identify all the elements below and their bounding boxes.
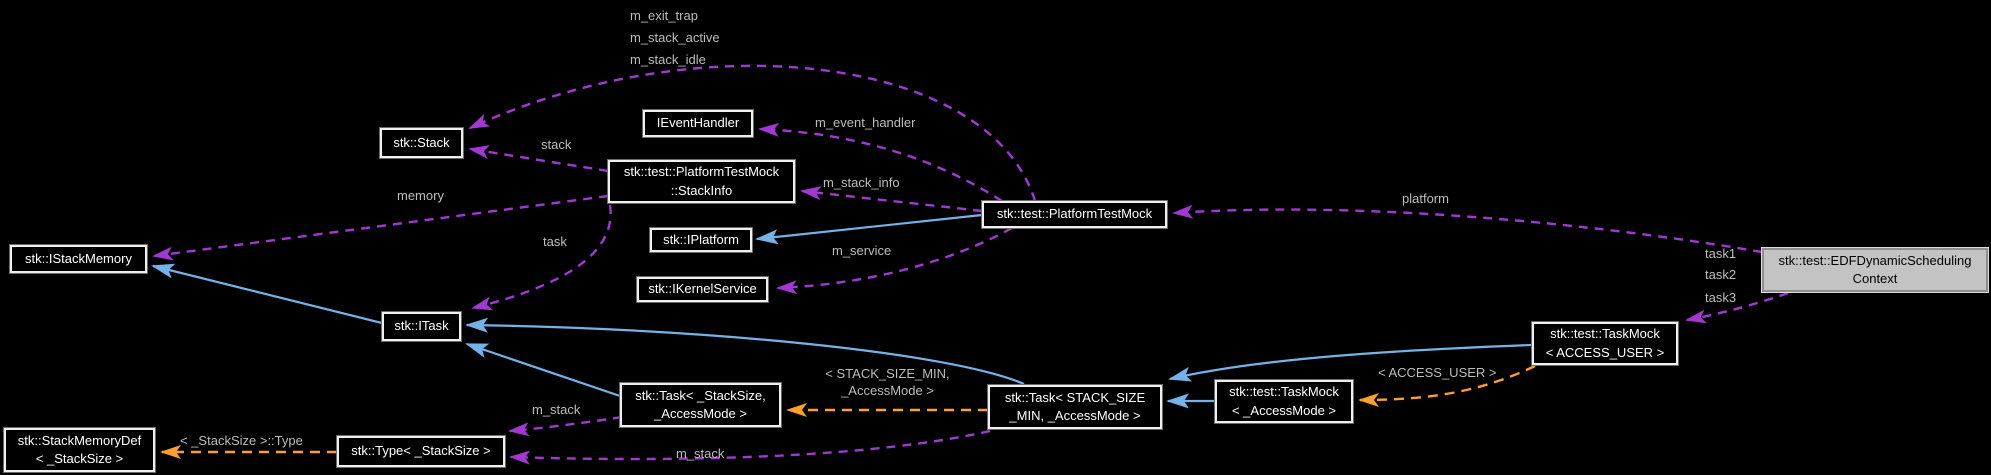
edge-edf-taskmock-user xyxy=(1685,291,1789,324)
edge-label-template-stack-size-min: < STACK_SIZE_MIN, _AccessMode > xyxy=(825,366,950,398)
node-taskmock-access-user[interactable]: stk::test::TaskMock < ACCESS_USER > xyxy=(1532,322,1678,365)
edge-platformtestmock-iplatform xyxy=(755,213,983,245)
node-ieventhandler[interactable]: IEventHandler xyxy=(643,110,753,137)
edge-label-stacksize-type: < _StackSize >::Type xyxy=(180,433,303,448)
edge-stackinfo-stack xyxy=(468,145,609,173)
edge-platformtestmock-ikernelservice xyxy=(776,226,1013,295)
edge-stackinfo-istackmemory xyxy=(152,194,609,261)
edge-platformtestmock-ieventhandler xyxy=(758,122,1003,203)
edge-label-m-event-handler: m_event_handler xyxy=(815,115,916,130)
edge-platformtestmock-stack xyxy=(468,64,1037,202)
node-stk-iplatform[interactable]: stk::IPlatform xyxy=(650,228,752,252)
edge-label-stack: stack xyxy=(541,137,572,152)
node-stk-stack[interactable]: stk::Stack xyxy=(380,128,463,158)
edge-label-m-exit-trap: m_exit_trap xyxy=(630,8,698,23)
edge-label-platform: platform xyxy=(1402,191,1449,206)
edge-label-m-service: m_service xyxy=(832,243,892,258)
edge-label-template-access-user: < ACCESS_USER > xyxy=(1378,365,1497,380)
edge-label-m-stack-info: m_stack_info xyxy=(823,175,900,190)
edge-label-m-stack-idle: m_stack_idle xyxy=(630,52,706,67)
edge-label-task: task xyxy=(543,234,567,249)
edge-label-task2: task2 xyxy=(1705,267,1737,282)
edge-label-m-stack-active: m_stack_active xyxy=(630,30,720,45)
node-stk-itask[interactable]: stk::ITask xyxy=(382,312,461,341)
node-taskmock-accessmode[interactable]: stk::test::TaskMock < _AccessMode > xyxy=(1215,380,1353,423)
edge-edf-platformtestmock xyxy=(1172,204,1763,254)
edge-platformtestmock-stackinfo xyxy=(800,186,983,213)
edge-taskmockuser-taskmin xyxy=(1168,343,1533,382)
edge-tasktemplate-type xyxy=(508,415,623,437)
edge-taskmockuser-taskmocktpl xyxy=(1358,364,1536,407)
edge-label-m-stack-2: m_stack xyxy=(676,446,725,461)
node-task-stacksize-accessmode[interactable]: stk::Task< _StackSize, _AccessMode > xyxy=(620,383,781,427)
edge-stackinfo-itask xyxy=(471,204,612,311)
node-stk-stackmemorydef[interactable]: stk::StackMemoryDef < _StackSize > xyxy=(4,428,155,472)
edge-itask-istackmemory xyxy=(151,263,383,325)
node-edf-dynamic-scheduling-context[interactable]: stk::test::EDFDynamicScheduling Context xyxy=(1762,248,1988,292)
node-stk-istackmemory[interactable]: stk::IStackMemory xyxy=(10,245,147,273)
edge-label-task3: task3 xyxy=(1705,290,1737,305)
node-platformtestmock-stackinfo[interactable]: stk::test::PlatformTestMock ::StackInfo xyxy=(608,160,795,203)
node-stk-ikernelservice[interactable]: stk::IKernelService xyxy=(637,277,768,302)
edge-label-m-stack-1: m_stack xyxy=(532,402,581,417)
edge-tasktemplate-itask xyxy=(465,342,621,398)
node-stk-type-stacksize[interactable]: stk::Type< _StackSize > xyxy=(337,436,505,467)
edge-taskmin-itask xyxy=(465,317,1025,386)
node-task-stacksizemin-accessmode[interactable]: stk::Task< STACK_SIZE _MIN, _AccessMode … xyxy=(988,385,1162,429)
edge-label-memory: memory xyxy=(397,188,444,203)
edge-taskmin-type xyxy=(509,429,991,465)
node-platformtestmock[interactable]: stk::test::PlatformTestMock xyxy=(982,201,1167,228)
edge-label-task1: task1 xyxy=(1705,246,1737,261)
